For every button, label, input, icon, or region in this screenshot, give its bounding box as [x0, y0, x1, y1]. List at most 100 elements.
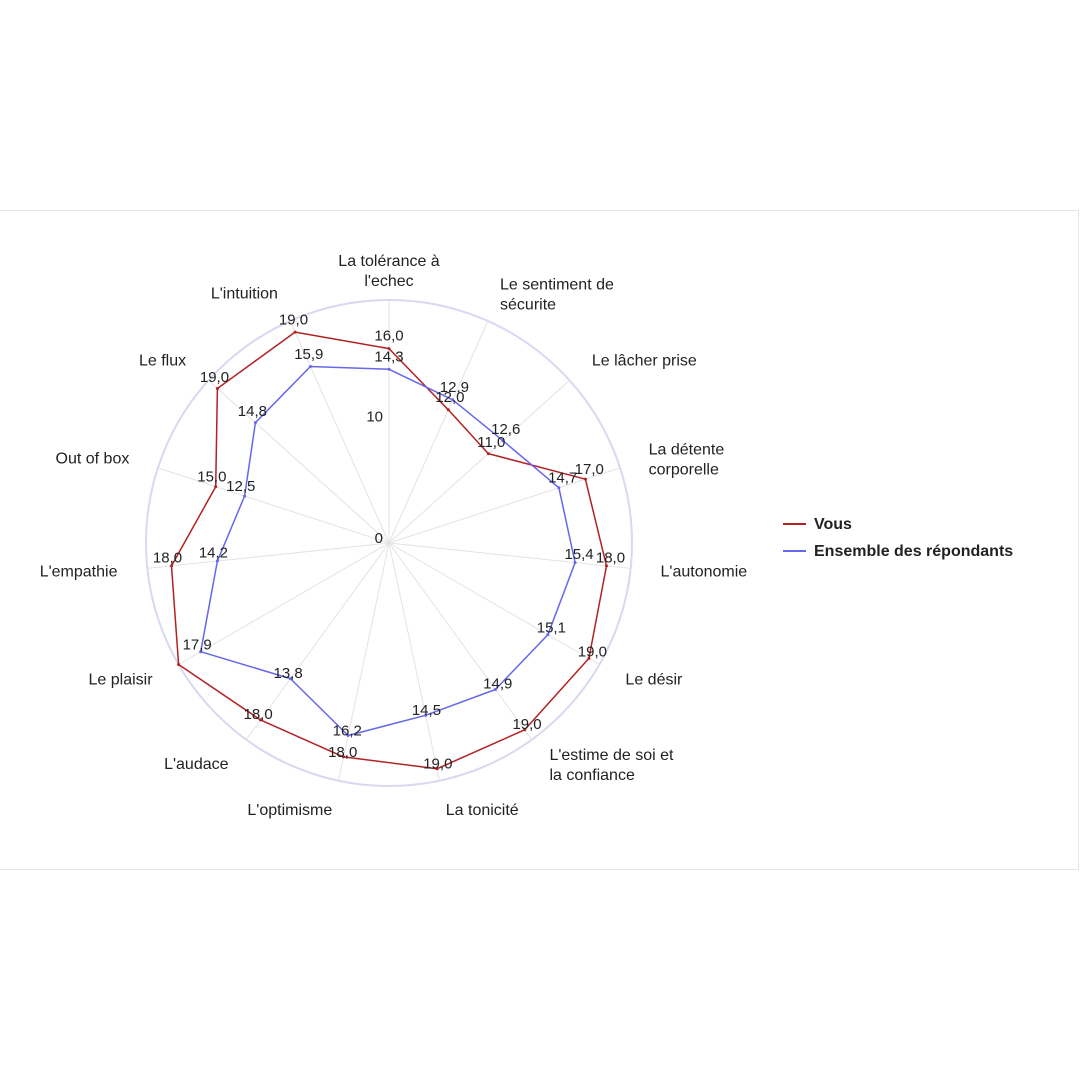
axis-label-line: La tolérance à [338, 253, 440, 270]
radar-spoke [388, 542, 600, 665]
axis-label-line: Out of box [56, 451, 130, 468]
series-line-ensemble [199, 365, 576, 737]
axis-label-line: L'optimisme [247, 802, 332, 819]
series-point [605, 564, 609, 568]
series-point [258, 718, 262, 722]
data-label: 13,8 [273, 665, 302, 682]
data-label: 12,6 [491, 421, 520, 438]
axis-label: Le sentiment de sécurite [500, 277, 614, 314]
series-point [293, 330, 297, 334]
radar-spoke [388, 380, 570, 544]
data-label: 16,0 [374, 328, 403, 345]
axis-label-line: Le plaisir [89, 672, 154, 689]
axis-label: La détente corporelle [649, 442, 725, 479]
data-label: 14,5 [412, 702, 441, 719]
data-label: 15,0 [197, 468, 226, 485]
series-point [215, 387, 219, 391]
series-point [446, 408, 450, 412]
data-label: 18,0 [596, 549, 625, 566]
legend-label: Vous [814, 516, 852, 533]
data-label: 19,0 [578, 643, 607, 660]
axis-label-line: sécurite [500, 297, 556, 314]
series-point [486, 452, 490, 456]
legend-label: Ensemble des répondants [814, 543, 1013, 560]
series-point [387, 367, 391, 371]
data-label: 12,9 [440, 379, 469, 396]
radar-series [169, 330, 609, 771]
series-point [424, 713, 428, 717]
axis-label-line: L'autonomie [661, 564, 748, 581]
series-point [214, 485, 218, 489]
axis-label-line: L'empathie [40, 564, 118, 581]
series-point [546, 633, 550, 637]
data-label: 11,0 [477, 434, 505, 451]
data-label: 18,0 [328, 744, 357, 761]
radar-spoke [337, 542, 390, 781]
radar-spoke [388, 320, 489, 544]
data-label: 18,0 [153, 549, 182, 566]
data-label: 19,0 [200, 369, 229, 386]
axis-label: L'estime de soi et la confiance [549, 747, 674, 784]
axis-label-line: La tonicité [446, 802, 519, 819]
axis-label: Le lâcher prise [592, 352, 697, 369]
axis-label-line: corporelle [649, 462, 719, 479]
radar-labels: 01016,012,011,017,018,019,019,019,018,01… [40, 253, 748, 819]
data-label: 14,9 [483, 676, 512, 693]
series-point [523, 728, 527, 732]
axis-label-line: La détente [649, 442, 725, 459]
data-label: 19,0 [512, 716, 541, 733]
data-label: 16,2 [333, 722, 362, 739]
series-point [215, 559, 219, 563]
data-label: 15,9 [294, 346, 323, 363]
series-point [342, 755, 346, 759]
radar-spoke [147, 542, 390, 569]
data-label: 14,8 [238, 403, 267, 420]
radar-spoke [388, 542, 533, 740]
axis-label-line: L'intuition [211, 286, 278, 303]
axis-label-line: Le sentiment de [500, 277, 614, 294]
axis-label: Out of box [56, 451, 130, 468]
radial-tick-label: 0 [375, 530, 383, 547]
radar-chart: 01016,012,011,017,018,019,019,019,018,01… [40, 253, 1014, 819]
data-label: 14,7 [548, 470, 577, 487]
axis-label: L'autonomie [661, 564, 748, 581]
radar-spoke [245, 542, 390, 740]
series-point [243, 494, 247, 498]
data-label: 17,9 [183, 637, 212, 654]
series-point [573, 561, 577, 565]
series-point [451, 398, 455, 402]
radar-spoke [208, 380, 390, 544]
axis-label: Le plaisir [89, 672, 154, 689]
series-point [493, 687, 497, 691]
series-point [435, 767, 439, 771]
data-label: 18,0 [243, 706, 272, 723]
axis-label-line: L'audace [164, 756, 229, 773]
axis-label: L'audace [164, 756, 229, 773]
axis-label: Le flux [139, 352, 186, 369]
axis-label-line: la confiance [549, 767, 634, 784]
series-point [199, 650, 203, 654]
series-line-vous [170, 331, 608, 770]
series-point [308, 365, 312, 369]
radar-grid [145, 299, 633, 787]
axis-label-line: L'estime de soi et [549, 747, 674, 764]
data-label: 15,1 [537, 620, 566, 637]
axis-label-line: l'echec [364, 273, 413, 290]
data-label: 17,0 [575, 461, 604, 478]
radar-spoke [388, 542, 441, 781]
series-point [583, 477, 587, 481]
axis-label-line: Le flux [139, 352, 186, 369]
series-point [346, 734, 350, 738]
axis-label-line: Le lâcher prise [592, 352, 697, 369]
series-point [557, 486, 561, 490]
data-label: 14,2 [199, 544, 228, 561]
radar-spoke [178, 542, 390, 665]
data-label: 14,3 [374, 348, 403, 365]
axis-label: L'empathie [40, 564, 118, 581]
series-point [288, 677, 292, 681]
axis-label: La tolérance à l'echec [338, 253, 440, 290]
radar-spoke [289, 320, 390, 544]
radar-spoke [157, 467, 390, 544]
